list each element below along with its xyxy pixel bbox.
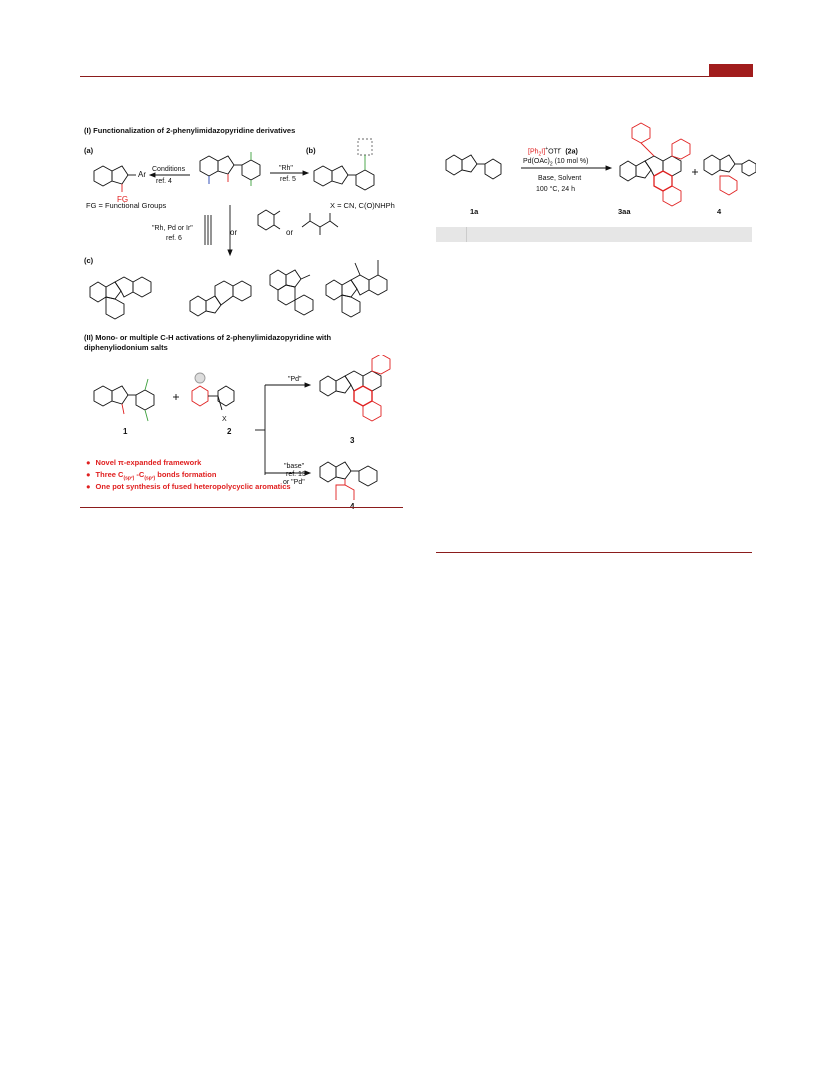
ref4-label: ref. 4 — [156, 178, 172, 185]
header-rule — [80, 76, 753, 77]
section1-title: (I) Functionalization of 2-phenylimidazo… — [84, 126, 296, 135]
scheme-right-drawing — [445, 122, 756, 207]
label-c: (c) — [84, 256, 94, 265]
or-pd-label: or "Pd" — [283, 479, 305, 486]
ar-label-a: Ar — [138, 170, 146, 179]
rh-label: "Rh" — [279, 165, 293, 172]
label-a: (a) — [84, 146, 94, 155]
table-divider — [466, 227, 467, 242]
reagent-line: [Ph2I]+OTf- (2a) — [528, 146, 578, 158]
catalysts-label: "Rh, Pd or Ir" — [152, 225, 193, 232]
compound-1-label: 1 — [123, 427, 128, 436]
x-definition: X = CN, C(O)NHPh — [330, 201, 395, 210]
bullet-3: ●One pot synthesis of fused heteropolycy… — [86, 482, 291, 491]
label-1a: 1a — [470, 207, 479, 216]
fg-definition: FG = Functional Groups — [86, 201, 167, 210]
compound-3-label: 3 — [350, 436, 355, 445]
table-header-row — [436, 227, 752, 242]
or-label-2: or — [286, 228, 294, 237]
right-table-bottom-rule — [436, 552, 752, 553]
x-label-iodonium: X — [222, 416, 227, 423]
imidazole-ring-a — [111, 165, 129, 185]
section2-title-line1: (II) Mono- or multiple C-H activations o… — [84, 333, 332, 342]
bullet-1: ●Novel π-expanded framework — [86, 458, 202, 467]
bullet-2: ●Three C(sp²) -C(sp²) bonds formation — [86, 470, 217, 482]
pyridine-ring-a — [93, 165, 113, 187]
ref13-label: ref. 13 — [286, 471, 306, 478]
scheme-I-drawing — [89, 138, 388, 320]
fg-label: FG — [117, 195, 129, 204]
base-label: "base" — [284, 463, 305, 470]
conditions-label: Conditions — [152, 166, 186, 173]
compound-4-label: 4 — [350, 502, 354, 511]
ref6-label: ref. 6 — [166, 235, 182, 242]
label-4: 4 — [717, 207, 722, 216]
label-b: (b) — [306, 146, 316, 155]
page-number-tab — [709, 64, 753, 77]
or-label-1: or — [230, 228, 238, 237]
compound-2-label: 2 — [227, 427, 232, 436]
section2-title-line2: diphenyliodonium salts — [84, 343, 168, 352]
conditions-line-1: Base, Solvent — [538, 175, 582, 182]
conditions-line-2: 100 °C, 24 h — [536, 186, 575, 193]
pd-label: "Pd" — [288, 376, 302, 383]
scheme-II-drawing — [93, 355, 391, 500]
left-scheme-bottom-rule — [80, 507, 403, 508]
catalyst-line: Pd(OAc)2 (10 mol %) — [523, 158, 589, 168]
ref5-label: ref. 5 — [280, 176, 296, 183]
label-3aa: 3aa — [618, 207, 631, 216]
